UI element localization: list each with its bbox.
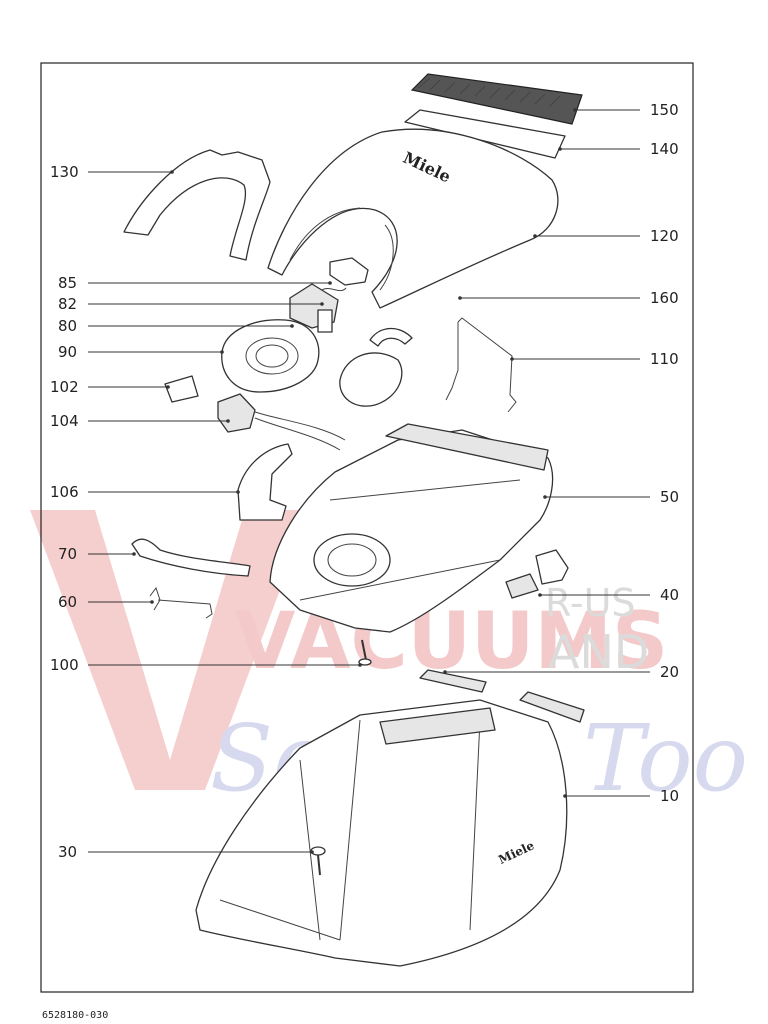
part-140-filter xyxy=(404,109,566,159)
callout-anchor-dot xyxy=(443,670,447,674)
callout-10: 10 xyxy=(563,787,679,805)
callout-30: 30 xyxy=(58,843,314,861)
part-102-cover xyxy=(164,375,199,403)
callout-60: 60 xyxy=(58,593,154,611)
callout-80: 80 xyxy=(58,317,294,335)
part-110-wire xyxy=(445,317,517,413)
part-100-screw xyxy=(358,639,372,666)
callout-label: 104 xyxy=(50,412,79,430)
callout-label: 140 xyxy=(650,140,679,158)
callout-layer: 150 140 130 120 85 82 80 160 90 110 102 104 106 50 70 4… xyxy=(50,101,679,861)
callout-anchor-dot xyxy=(510,357,514,361)
callout-anchor-dot xyxy=(150,600,154,604)
callout-label: 90 xyxy=(58,343,77,361)
part-150-grille xyxy=(410,73,583,125)
callout-20: 20 xyxy=(443,663,679,681)
callout-anchor-dot xyxy=(558,147,562,151)
part-90-plate xyxy=(221,319,320,393)
part-50-chassis xyxy=(269,423,554,633)
callout-anchor-dot xyxy=(220,350,224,354)
part-10-base: Miele xyxy=(195,699,568,967)
callout-label: 30 xyxy=(58,843,77,861)
callout-label: 110 xyxy=(650,350,679,368)
part-20-foot-left xyxy=(419,669,487,693)
part-104-connector xyxy=(217,393,346,451)
callout-anchor-dot xyxy=(563,794,567,798)
callout-label: 40 xyxy=(660,586,679,604)
callout-110: 110 xyxy=(510,350,679,368)
callout-102: 102 xyxy=(50,378,170,396)
callout-85: 85 xyxy=(58,274,332,292)
callout-anchor-dot xyxy=(533,234,537,238)
callout-160: 160 xyxy=(458,289,679,307)
callout-anchor-dot xyxy=(543,495,547,499)
part-20-foot-right xyxy=(519,691,585,723)
callout-label: 80 xyxy=(58,317,77,335)
callout-label: 60 xyxy=(58,593,77,611)
callout-90: 90 xyxy=(58,343,224,361)
callout-106: 106 xyxy=(50,483,240,501)
callout-label: 160 xyxy=(650,289,679,307)
callout-104: 104 xyxy=(50,412,230,430)
callout-label: 102 xyxy=(50,378,79,396)
document-number: 6528180-030 xyxy=(42,1010,109,1021)
diagram-frame xyxy=(40,62,694,993)
watermark-word-and: AND xyxy=(548,625,649,679)
watermark-v-mark xyxy=(30,510,310,790)
callout-anchor-dot xyxy=(320,302,324,306)
callout-label: 20 xyxy=(660,663,679,681)
callout-label: 70 xyxy=(58,545,77,563)
callout-anchor-dot xyxy=(170,170,174,174)
part-70-trim xyxy=(131,538,251,577)
callout-anchor-dot xyxy=(166,385,170,389)
part-106-bracket xyxy=(237,443,293,521)
callout-anchor-dot xyxy=(328,281,332,285)
callout-anchor-dot xyxy=(132,552,136,556)
callout-label: 10 xyxy=(660,787,679,805)
callout-label: 120 xyxy=(650,227,679,245)
callout-label: 82 xyxy=(58,295,77,313)
callout-anchor-dot xyxy=(538,593,542,597)
callout-anchor-dot xyxy=(290,324,294,328)
callout-50: 50 xyxy=(543,488,679,506)
callout-label: 150 xyxy=(650,101,679,119)
part-130-handle xyxy=(123,149,271,261)
part-82-spring xyxy=(321,287,347,292)
callout-label: 106 xyxy=(50,483,79,501)
callout-label: 130 xyxy=(50,163,79,181)
callout-label: 50 xyxy=(660,488,679,506)
callout-82: 82 xyxy=(58,295,324,313)
callout-150: 150 xyxy=(573,101,679,119)
callout-100: 100 xyxy=(50,656,362,674)
callout-anchor-dot xyxy=(358,663,362,667)
callout-anchor-dot xyxy=(458,296,462,300)
callout-140: 140 xyxy=(558,140,679,158)
callout-label: 85 xyxy=(58,274,77,292)
callout-anchor-dot xyxy=(573,108,577,112)
callout-anchor-dot xyxy=(236,490,240,494)
part-120-hood: Miele xyxy=(267,128,559,309)
callout-70: 70 xyxy=(58,545,136,563)
callout-120: 120 xyxy=(533,227,679,245)
callout-anchor-dot xyxy=(226,419,230,423)
callout-130: 130 xyxy=(50,163,174,181)
watermark-word-r-us: R-US xyxy=(545,581,636,625)
part-160-cover xyxy=(339,352,403,407)
part-85-clip xyxy=(329,257,369,286)
callout-anchor-dot xyxy=(310,850,314,854)
part-80-switch xyxy=(289,283,339,333)
callout-label: 100 xyxy=(50,656,79,674)
callout-40: 40 xyxy=(538,586,679,604)
part-40-switch xyxy=(505,549,569,599)
part-160-clip xyxy=(369,327,413,347)
part-60-spring xyxy=(149,586,213,619)
